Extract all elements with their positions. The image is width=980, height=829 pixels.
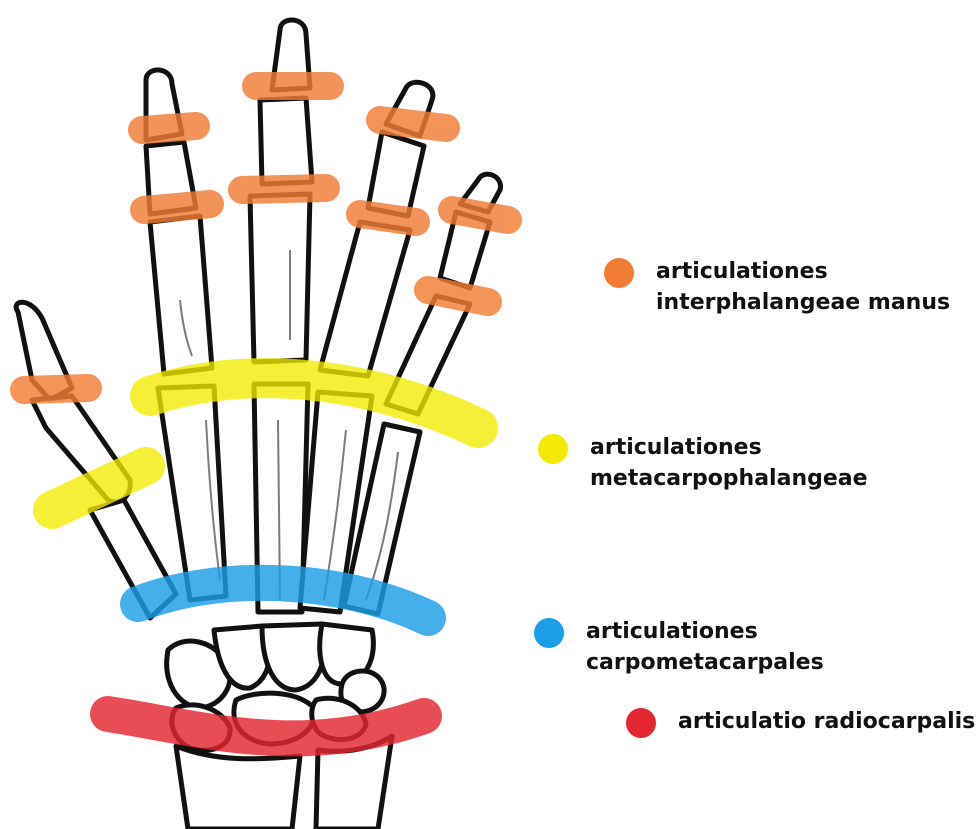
legend-item-radiocarpal: articulatio radiocarpalis <box>626 706 975 738</box>
legend-dot-red <box>626 708 656 738</box>
legend-item-interphalangeal: articulationes interphalangeae manus <box>604 256 950 318</box>
legend-label-metacarpophalangeal: articulationes metacarpophalangeae <box>590 432 868 494</box>
legend-dot-yellow <box>538 434 568 464</box>
legend-dot-orange <box>604 258 634 288</box>
middle-proximal-phalanx <box>250 194 310 362</box>
legend-label-carpometacarpal: articulationes carpometacarpales <box>586 616 980 678</box>
index-proximal-phalanx <box>150 216 212 374</box>
ring-proximal-phalanx <box>320 222 410 376</box>
legend-item-carpometacarpal: articulationes carpometacarpales <box>534 616 980 678</box>
thumb-metacarpophalangeal-joint-marker <box>52 466 146 510</box>
legend-label-radiocarpal: articulatio radiocarpalis <box>678 706 975 737</box>
radius-bone <box>176 746 300 829</box>
legend-dot-blue <box>534 618 564 648</box>
middle-middle-phalanx <box>260 98 312 184</box>
legend-item-metacarpophalangeal: articulationes metacarpophalangeae <box>538 432 868 494</box>
legend-label-interphalangeal: articulationes interphalangeae manus <box>656 256 950 318</box>
carpal-capitate <box>262 624 325 690</box>
